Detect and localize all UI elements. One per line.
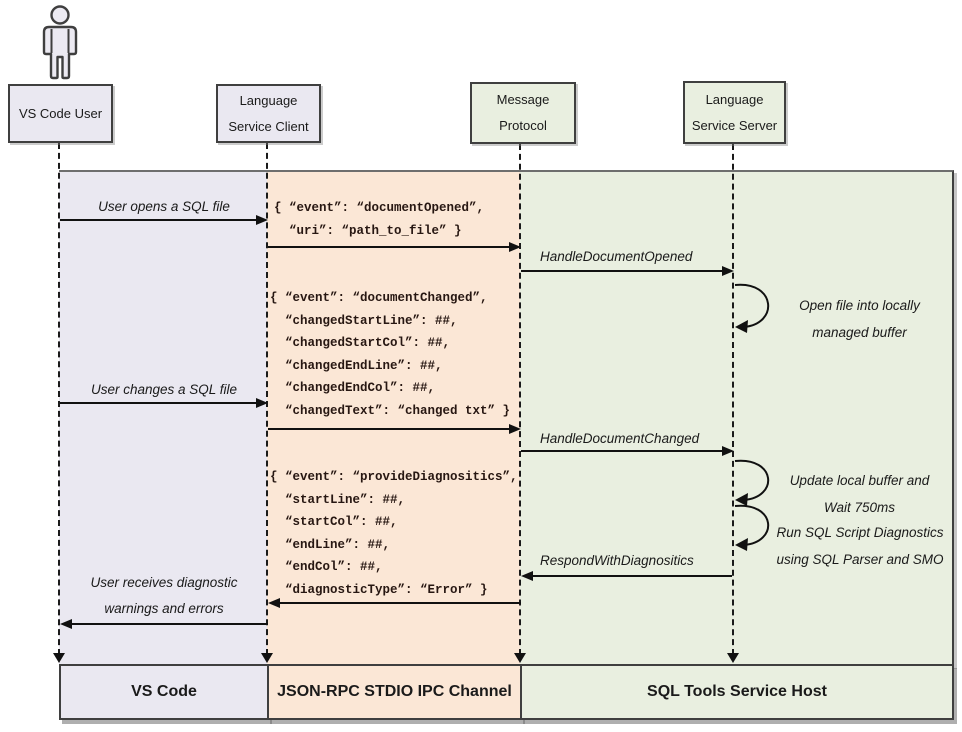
lane-vscode [59,172,267,666]
person-icon [42,5,78,80]
arrowhead-client-to-protocol-2 [509,424,521,434]
lifeline-end-arrow-server [727,653,739,663]
arrowhead-user-opens [256,215,268,225]
lifeline-server [732,144,734,655]
self-loop-open-buffer [734,283,770,333]
note-open-buffer: Open file into locally managed buffer [799,298,920,340]
arrowhead-client-to-user [60,619,72,629]
payload-document-opened: { “event”: “documentOpened”, “uri”: “pat… [274,201,485,238]
lane-service-host [520,172,952,666]
arrowhead-client-to-protocol-1 [509,242,521,252]
arrow-handle-opened [521,270,722,272]
lifeline-end-arrow-user [53,653,65,663]
actor-label-protocol: Message Protocol [496,92,550,133]
lifeline-end-arrow-protocol [514,653,526,663]
arrow-respond [533,575,732,577]
footer-label-ipc-channel: JSON-RPC STDIO IPC Channel [277,683,512,700]
self-loop-run-diagnostics [734,504,770,551]
actor-box-language-service-server: Language Service Server [683,81,786,144]
actor-label-user: VS Code User [18,105,103,121]
arrow-client-to-protocol-2 [268,428,509,430]
label-handle-document-opened: HandleDocumentOpened [540,249,693,264]
footer-box-vscode: VS Code [59,664,269,720]
arrowhead-user-changes [256,398,268,408]
footer-box-ipc-channel: JSON-RPC STDIO IPC Channel [267,664,522,720]
note-run-diagnostics: Run SQL Script Diagnostics using SQL Par… [776,525,944,567]
label-user-opens-sql-file: User opens a SQL file [98,199,230,214]
arrow-user-opens [60,219,258,221]
arrowhead-handle-changed [722,446,734,456]
lifeline-protocol [519,144,521,655]
footer-label-vscode: VS Code [131,683,197,700]
lifeline-end-arrow-client [261,653,273,663]
lane-band [59,170,954,666]
arrow-client-to-user [72,623,268,625]
arrow-protocol-to-client [280,602,521,604]
actor-box-message-protocol: Message Protocol [470,82,576,144]
label-handle-document-changed: HandleDocumentChanged [540,431,700,446]
actor-label-client: Language Service Client [228,92,309,134]
arrowhead-protocol-to-client [268,598,280,608]
arrow-user-changes [60,402,258,404]
arrowhead-handle-opened [722,266,734,276]
actor-box-vscode-user: VS Code User [8,84,113,143]
arrow-handle-changed [521,450,722,452]
self-loop-update-buffer [734,459,770,506]
lane-ipc-channel [267,172,520,666]
lifeline-user [58,143,60,655]
actor-box-language-service-client: Language Service Client [216,84,321,143]
arrow-client-to-protocol-1 [268,246,509,248]
actor-label-server: Language Service Server [691,91,778,133]
payload-document-changed: { “event”: “documentChanged”, “changedSt… [270,291,511,418]
arrowhead-respond [521,571,533,581]
payload-provide-diagnostics: { “event”: “provideDiagnositics”, “start… [270,470,518,597]
label-user-changes-sql-file: User changes a SQL file [90,382,238,397]
footer-box-service-host: SQL Tools Service Host [520,664,954,720]
note-update-buffer: Update local buffer and Wait 750ms [789,473,930,515]
label-respond-with-diagnostics: RespondWithDiagnositics [540,553,694,568]
label-user-receives: User receives diagnostic warnings and er… [90,575,238,616]
footer-label-service-host: SQL Tools Service Host [647,683,827,700]
